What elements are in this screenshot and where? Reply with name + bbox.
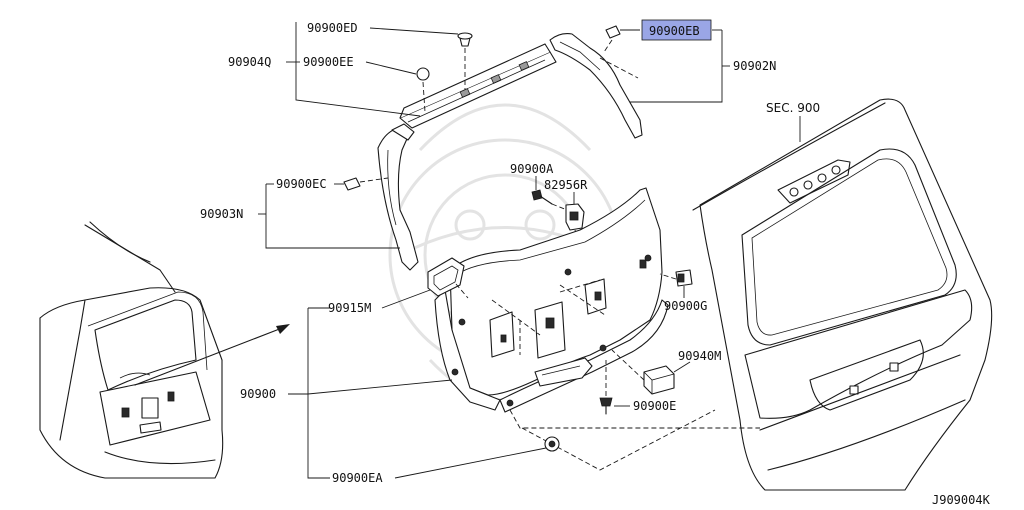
clip-90900ED — [457, 32, 473, 90]
label-90900EE: 90900EE — [303, 55, 354, 69]
label-90900G: 90900G — [664, 299, 707, 313]
highlight-box-90900EB — [641, 19, 712, 41]
vehicle-rear-overview — [39, 221, 290, 479]
label-90904Q: 90904Q — [228, 55, 271, 69]
label-90902N: 90902N — [733, 59, 776, 73]
label-82956R: 82956R — [544, 178, 588, 192]
back-door-sec900 — [692, 98, 993, 491]
clip-90900E — [599, 360, 613, 415]
label-90915M: 90915M — [328, 301, 371, 315]
clip-90900EE — [416, 67, 430, 113]
label-90900A: 90900A — [510, 162, 554, 176]
label-90900: 90900 — [240, 387, 276, 401]
label-90900ED: 90900ED — [307, 21, 358, 35]
finisher-side-lh-90903N — [343, 123, 419, 271]
leader-lines — [258, 22, 730, 479]
label-sec900: SEC. 900 — [766, 101, 820, 115]
label-90900EC: 90900EC — [276, 177, 327, 191]
label-90903N: 90903N — [200, 207, 243, 221]
label-90900EA: 90900EA — [332, 471, 383, 485]
bolt-90900A — [531, 189, 573, 213]
clip-90900G — [659, 269, 693, 287]
label-90900EB: 90900EB — [649, 24, 700, 38]
finisher-upper-90904Q — [399, 43, 557, 129]
cover-90915M — [427, 257, 469, 299]
finisher-side-rh-90902N — [549, 25, 643, 139]
hook-90940M — [611, 349, 675, 395]
diagram-code: J909004K — [932, 493, 991, 507]
label-90900E: 90900E — [633, 399, 676, 413]
label-90940M: 90940M — [678, 349, 721, 363]
clip-90900EA — [544, 436, 560, 452]
